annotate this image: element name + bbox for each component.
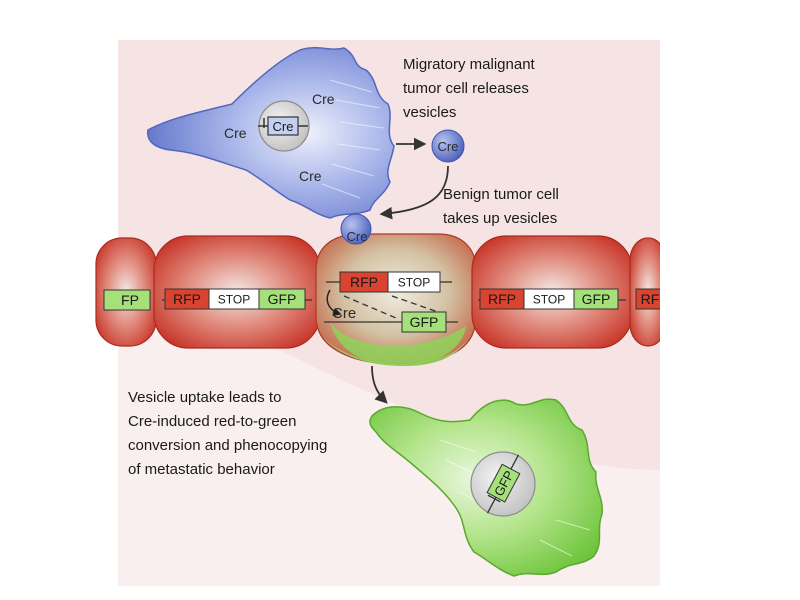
- benign-cell-converting: RFP STOP Cre GFP: [315, 233, 477, 366]
- gfp-label-left: GFP: [268, 291, 297, 307]
- rfp-label-left: RFP: [173, 291, 201, 307]
- cre-label-converting: Cre: [332, 305, 356, 322]
- entering-vesicle-cre-label: Cre: [347, 229, 368, 244]
- entering-vesicle: [340, 213, 372, 245]
- cre-label-left: Cre: [224, 125, 247, 141]
- stop-label-left: STOP: [218, 293, 250, 307]
- stop-label-right: STOP: [533, 293, 565, 307]
- gfp-label-middle: GFP: [410, 314, 439, 330]
- cre-label-top: Cre: [312, 91, 335, 107]
- uptake-arrow: [379, 165, 449, 220]
- nucleus-cre-gene: Cre: [258, 116, 308, 136]
- benign-cell-far-right: RF: [629, 237, 667, 347]
- gfp-label-right: GFP: [582, 291, 611, 307]
- benign-cell-left: RFP STOP GFP: [153, 235, 321, 349]
- benign-cell-right: RFP STOP GFP: [471, 235, 633, 349]
- caption-benign: Benign tumor cell takes up vesicles: [443, 186, 563, 227]
- conversion-arrow: [371, 365, 388, 404]
- stop-label-middle: STOP: [398, 276, 430, 290]
- benign-cell-far-left: FP: [95, 237, 157, 347]
- cre-label-bottom: Cre: [299, 168, 322, 184]
- released-vesicle: [431, 129, 465, 163]
- panel-edge-mask: [660, 200, 680, 370]
- gfp-partial-label-left: FP: [121, 292, 139, 308]
- rfp-label-middle: RFP: [350, 274, 378, 290]
- vesicle-cre-label: Cre: [438, 139, 459, 154]
- rfp-label-right: RFP: [488, 291, 516, 307]
- rfp-partial-label-right: RF: [641, 291, 660, 307]
- caption-uptake: Vesicle uptake leads to Cre-induced red-…: [128, 389, 332, 478]
- caption-migratory: Migratory malignant tumor cell releases …: [403, 56, 539, 121]
- cre-gene-label: Cre: [273, 119, 294, 134]
